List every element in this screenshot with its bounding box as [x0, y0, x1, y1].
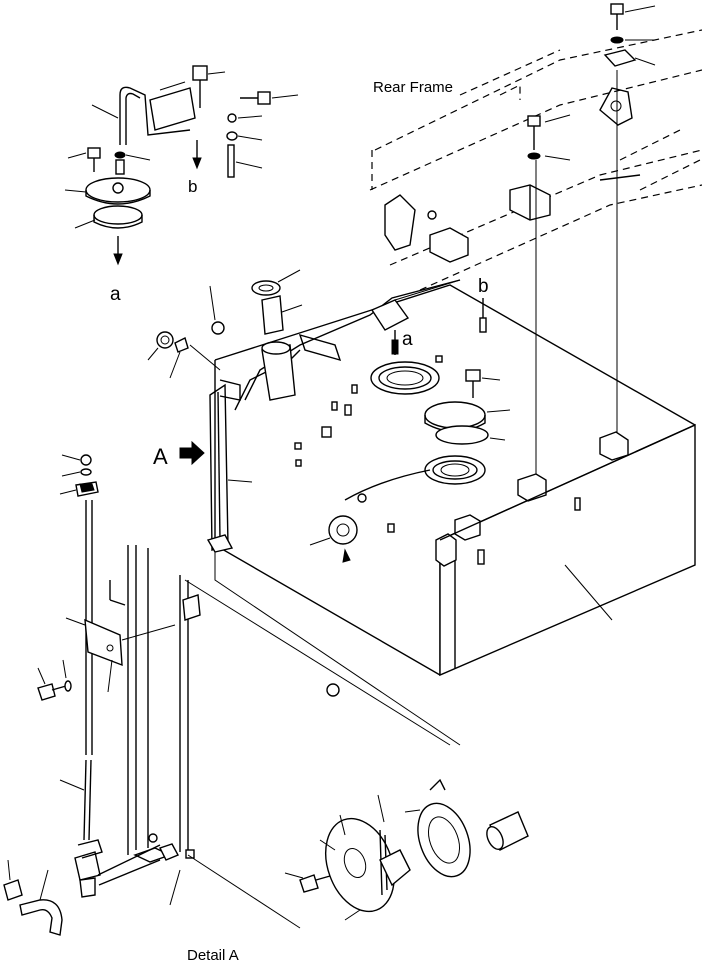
sensor-a [391, 330, 399, 355]
tank-opening-center [370, 361, 440, 395]
view-arrow-a: A [153, 440, 205, 469]
ref-a-left: a [110, 284, 121, 305]
breather-tube [91, 81, 196, 145]
detail-a-clamp [3, 859, 63, 936]
rear-frame-label: Rear Frame [373, 79, 453, 96]
detail-a-label: Detail A [187, 947, 239, 963]
detail-a-frame-rails [127, 545, 301, 929]
tank-top-fittings [294, 355, 443, 533]
tank-opening-right [424, 455, 486, 485]
ref-a-tank: a [402, 329, 413, 350]
drain-nut-left [147, 331, 221, 379]
ref-b-tank: b [478, 276, 489, 297]
breather-bolt [192, 65, 226, 170]
fuel-tank-body [184, 284, 696, 746]
detail-a-bolt [37, 659, 72, 701]
mount-block-right [509, 184, 551, 221]
sender-exploded-gasket [404, 778, 471, 878]
sensor-b [479, 298, 487, 333]
mount-block-left [384, 194, 469, 263]
fuel-sender-unit [309, 515, 358, 563]
sender-exploded-bolt [284, 872, 331, 893]
fuel-level-gauge [206, 379, 253, 553]
filler-neck [209, 269, 303, 401]
view-a-label: A [153, 444, 168, 469]
tank-cover-plate [424, 401, 511, 445]
detail-a-tube-lower [59, 759, 161, 898]
sender-exploded-tube [486, 811, 529, 851]
tank-cap-small [64, 147, 151, 266]
detail-a-gauge-assembly [59, 454, 176, 755]
sender-exploded-plate [319, 794, 411, 921]
ref-b-left: b [188, 177, 197, 196]
rear-frame-bolt-mid [527, 114, 571, 161]
cover-bolt [465, 369, 501, 398]
hose-clamp-bolt [226, 91, 299, 178]
rear-frame-bolt-top [603, 3, 656, 67]
